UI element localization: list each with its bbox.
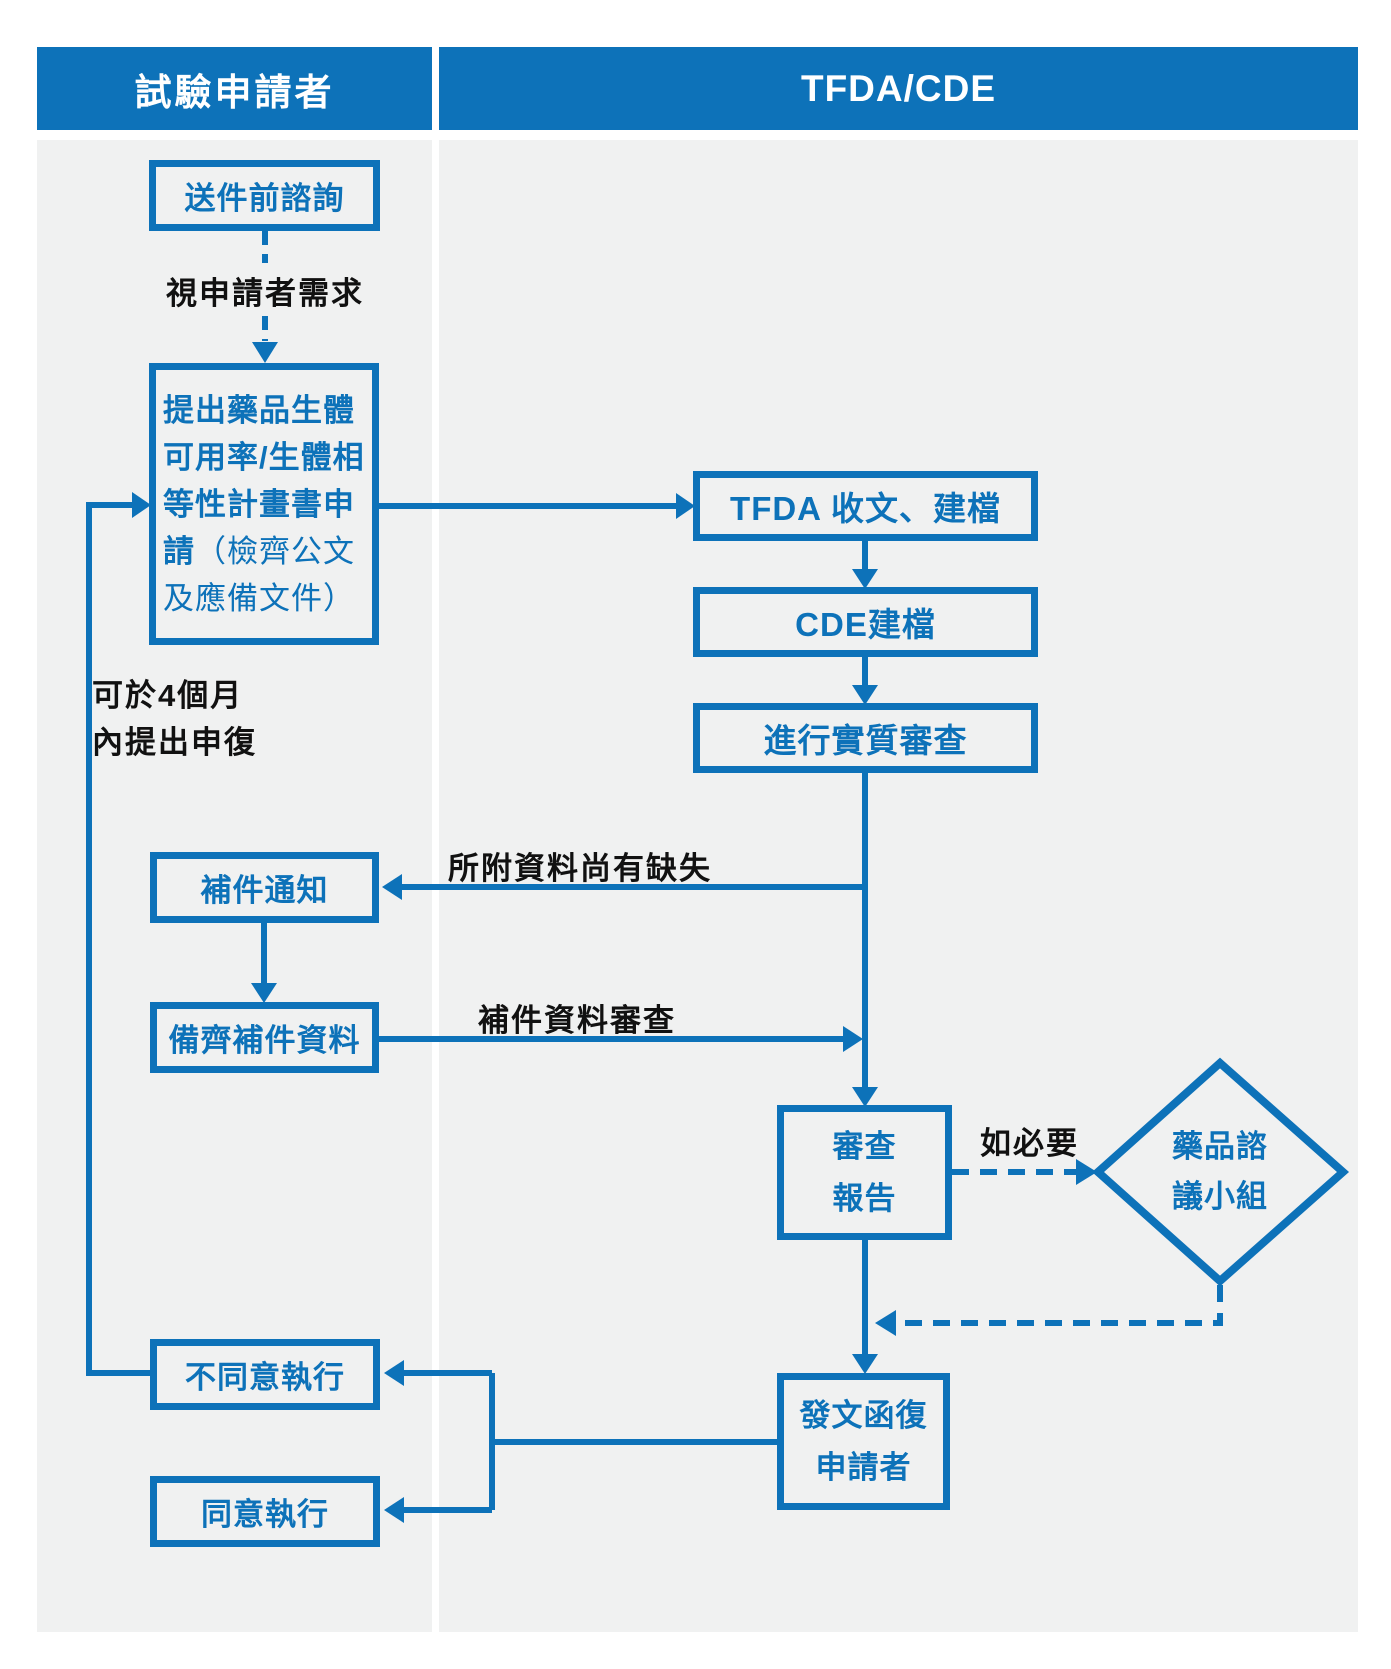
- label-missing-data: 所附資料尚有缺失: [448, 851, 712, 886]
- node-tfda-receive-file: TFDA 收文、建檔: [693, 471, 1038, 541]
- node-advisory-panel-label: 藥品諮 議小組: [1172, 1129, 1268, 1214]
- node-prepare-supplement-data: 備齊補件資料: [150, 1002, 379, 1073]
- node-application-note: （檢齊公文及應備文件）: [163, 533, 355, 616]
- column-header-applicant-label: 試驗申請者: [134, 71, 335, 113]
- node-supplement-notice-label: 補件通知: [200, 873, 329, 908]
- node-substantive-review: 進行實質審查: [693, 703, 1038, 773]
- node-cde-file: CDE建檔: [693, 587, 1038, 657]
- node-application-main: 提出藥品生體可用率/生體相等性計畫書申請: [163, 392, 365, 569]
- node-disagree-label: 不同意執行: [185, 1360, 345, 1395]
- column-header-tfda-cde: TFDA/CDE: [439, 47, 1358, 130]
- node-review-report: 審查 報告: [777, 1105, 952, 1240]
- label-per-applicant-need: 視申請者需求: [166, 276, 364, 311]
- label-if-necessary: 如必要: [980, 1126, 1079, 1161]
- node-disagree-execution: 不同意執行: [150, 1339, 380, 1410]
- node-agree-label: 同意執行: [201, 1497, 329, 1532]
- node-substantive-review-label: 進行實質審查: [763, 722, 968, 759]
- node-prepare-supplement-label: 備齊補件資料: [168, 1023, 361, 1058]
- column-header-tfda-cde-label: TFDA/CDE: [800, 67, 997, 109]
- node-agree-execution: 同意執行: [150, 1476, 380, 1547]
- node-tfda-receive-label: TFDA 收文、建檔: [730, 490, 1001, 527]
- label-supplement-review: 補件資料審查: [478, 1003, 676, 1038]
- label-appeal-within-4-months: 可於4個月 內提出申復: [92, 678, 257, 760]
- node-cde-file-label: CDE建檔: [795, 606, 936, 643]
- node-supplement-notice: 補件通知: [150, 852, 379, 923]
- node-ba-be-protocol-application: 提出藥品生體可用率/生體相等性計畫書申請（檢齊公文及應備文件）: [149, 363, 379, 645]
- node-presubmission-consultation: 送件前諮詢: [149, 160, 380, 231]
- column-header-applicant: 試驗申請者: [37, 47, 432, 130]
- node-reply-to-applicant: 發文函復 申請者: [777, 1373, 950, 1510]
- node-application-text: 提出藥品生體可用率/生體相等性計畫書申請（檢齊公文及應備文件）: [163, 387, 365, 622]
- node-presubmission-label: 送件前諮詢: [184, 181, 345, 216]
